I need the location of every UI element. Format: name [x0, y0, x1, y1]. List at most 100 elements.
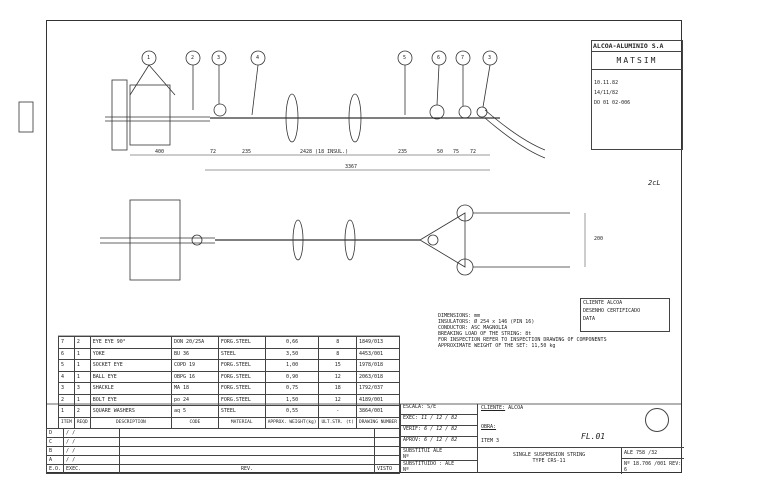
bom-cell-ult: 8 [318, 347, 357, 360]
bom-cell-weight: 1,00 [264, 359, 320, 372]
alcoa-stamp: ALCOA-ALUMINIO S.A MATSIM 10.11.82 14/11… [591, 40, 683, 150]
stamp-line: 14/11/82 [594, 90, 619, 96]
bom-cell-drawing: 2063/018 [355, 370, 401, 383]
verif-label: VERIF: [403, 426, 422, 432]
bom-cell-code: po 24 [171, 393, 219, 406]
stamp-line: DO 01 02-006 [594, 100, 631, 106]
bom-cell-desc: BALL EYE [89, 370, 173, 383]
verif-date: 6 / 12 / 82 [424, 426, 458, 432]
rev-row-label: A [45, 455, 65, 465]
bom-cell-ult: 8 [318, 336, 357, 349]
note-line: DIMENSIONS: mm [438, 313, 481, 319]
bom-cell-material: STEEL [217, 347, 266, 360]
stamp-line: 10.11.82 [594, 80, 619, 86]
bom-cell-weight: 0,55 [264, 405, 320, 418]
bom-header-material: MATERIAL [217, 416, 266, 429]
stamp-sub: MATSIM [592, 52, 682, 70]
rev-row-label: C [45, 437, 65, 447]
bom-cell-weight: 1,50 [264, 393, 320, 406]
rev-footer: E.O. [45, 464, 65, 474]
bom-cell-desc: SOCKET EYE [89, 359, 173, 372]
bom-cell-code: OBPG 16 [171, 370, 219, 383]
bom-cell-code: MA 18 [171, 382, 219, 395]
bom-cell-material: STEEL [217, 405, 266, 418]
balloon-label: 6 [437, 55, 441, 61]
bom-cell-material: FORG.STEEL [217, 393, 266, 406]
bom-cell-drawing: 4453/001 [355, 347, 401, 360]
exec-date: 11 / 12 / 82 [421, 415, 458, 421]
bom-cell-desc: EYE EYE 90° [89, 336, 173, 349]
margin-stamp [18, 101, 34, 133]
exec-label: EXEC: [403, 415, 419, 421]
bom-cell-qty: 2 [73, 405, 91, 418]
obra-label: OBRA: [481, 424, 497, 430]
handwritten-sheet: FL.01 [581, 432, 606, 441]
substituido-label: SUBSTITUIDO : ALE [403, 461, 455, 467]
rev-footer: EXEC. [63, 464, 120, 474]
note-line: FOR INSPECTION REFER TO INSPECTION DRAWI… [438, 337, 607, 343]
dim-label: 72 [210, 149, 217, 155]
drawing-subtitle: TYPE CRS-11 [532, 458, 566, 464]
balloon-label: 5 [403, 55, 407, 61]
certified-stamp: CLIENTE ALCOA DESENHO CERTIFICADO DATA [580, 298, 670, 332]
escala-label: ESCALA: [403, 404, 425, 410]
dim-label: 400 [155, 149, 165, 155]
bom-header-qty: REQD [73, 416, 91, 429]
bom-cell-drawing: 4189/001 [355, 393, 401, 406]
note-line: CONDUCTOR: ASC MAGNOLIA [438, 325, 508, 331]
dim-label: 72 [470, 149, 477, 155]
balloon-label: 2 [191, 55, 195, 61]
handwritten-mark: 2cL [648, 179, 661, 187]
rev-row-label: B [45, 446, 65, 456]
cliente-label: CLIENTE: [481, 405, 506, 411]
bom-cell-qty: 1 [73, 359, 91, 372]
dim-label: 235 [398, 149, 408, 155]
bom-cell-qty: 1 [73, 370, 91, 383]
bom-cell-material: FORG.STEEL [217, 359, 266, 372]
bom-cell-desc: YOKE [89, 347, 173, 360]
aprov-label: APROV: [403, 437, 422, 443]
stamp-line: CLIENTE ALCOA [583, 300, 623, 306]
rev-row-label: D [45, 428, 65, 438]
dim-total: 3367 [345, 164, 358, 170]
bom-header-drawing: DRAWING NUMBER [355, 416, 401, 429]
bom-cell-weight: 0,90 [264, 370, 320, 383]
balloon-label: 7 [461, 55, 465, 61]
revision-table: D/ / C/ / B/ / A/ / E.O. EXEC. REV. VIST… [45, 428, 400, 474]
rev-footer: REV. [119, 464, 375, 474]
bom-header-ult: ULT.STR. (t) [318, 416, 357, 429]
bom-header-code: CODE [171, 416, 219, 429]
bom-cell-item: 2 [58, 393, 75, 406]
dim-label: 2428 (18 INSUL.) [300, 149, 349, 155]
bom-cell-desc: SHACKLE [89, 382, 173, 395]
bom-cell-item: 7 [58, 336, 75, 349]
dim-label: 75 [453, 149, 460, 155]
bom-cell-drawing: 1849/013 [355, 336, 401, 349]
title-block: ESCALA: S/E EXEC: 11 / 12 / 82 VERIF: 6 … [400, 404, 684, 474]
bom-cell-desc: SQUARE WASHERS [89, 405, 173, 418]
balloon-label: 4 [256, 55, 260, 61]
note-line: INSULATORS: Ø 254 x 146 (PIN 16) [438, 319, 535, 325]
bom-cell-drawing: 1978/018 [355, 359, 401, 372]
subst-label: SUBSTITUI ALE [403, 448, 443, 454]
bom-cell-qty: 2 [73, 336, 91, 349]
dim-label: 50 [437, 149, 444, 155]
drawing-title: SINGLE SUSPENSION STRING [512, 452, 586, 458]
bom-header-item: ITEM [58, 416, 75, 429]
bom-cell-item: 6 [58, 347, 75, 360]
bom-cell-qty: 1 [73, 393, 91, 406]
bom-cell-desc: BOLT EYE [89, 393, 173, 406]
rev-mark: REV: 6 [624, 461, 682, 473]
bom-cell-weight: 0,66 [264, 336, 320, 349]
stamp-line: DATA [583, 316, 596, 322]
notes-block: DIMENSIONS: mm INSULATORS: Ø 254 x 146 (… [438, 313, 607, 349]
bom-cell-item: 1 [58, 405, 75, 418]
bom-cell-qty: 1 [73, 347, 91, 360]
bom-cell-material: FORG.STEEL [217, 370, 266, 383]
bom-cell-drawing: 3864/001 [355, 405, 401, 418]
